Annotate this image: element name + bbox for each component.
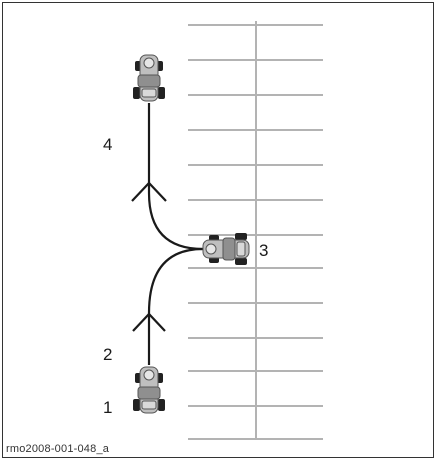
atv-vehicle-icon [133,366,165,414]
maneuver-diagram: 1 2 3 4 [103,21,323,440]
atv-vehicle-icon [202,233,250,265]
atv-vehicle-icon [133,54,165,102]
step-label-4: 4 [103,135,112,154]
step-label-3: 3 [259,241,268,260]
path-forward-out [147,103,204,251]
diagram-frame: 1 2 3 4 [2,2,434,458]
step-label-2: 2 [103,345,112,364]
parking-lot [188,21,323,440]
direction-arrow-icon [131,181,167,202]
step-label-1: 1 [103,398,112,417]
figure-caption: rmo2008-001-048_a [6,443,110,455]
path-forward-in [147,247,204,365]
direction-arrows [131,181,167,332]
travel-path [147,103,204,365]
direction-arrow-icon [132,312,166,332]
